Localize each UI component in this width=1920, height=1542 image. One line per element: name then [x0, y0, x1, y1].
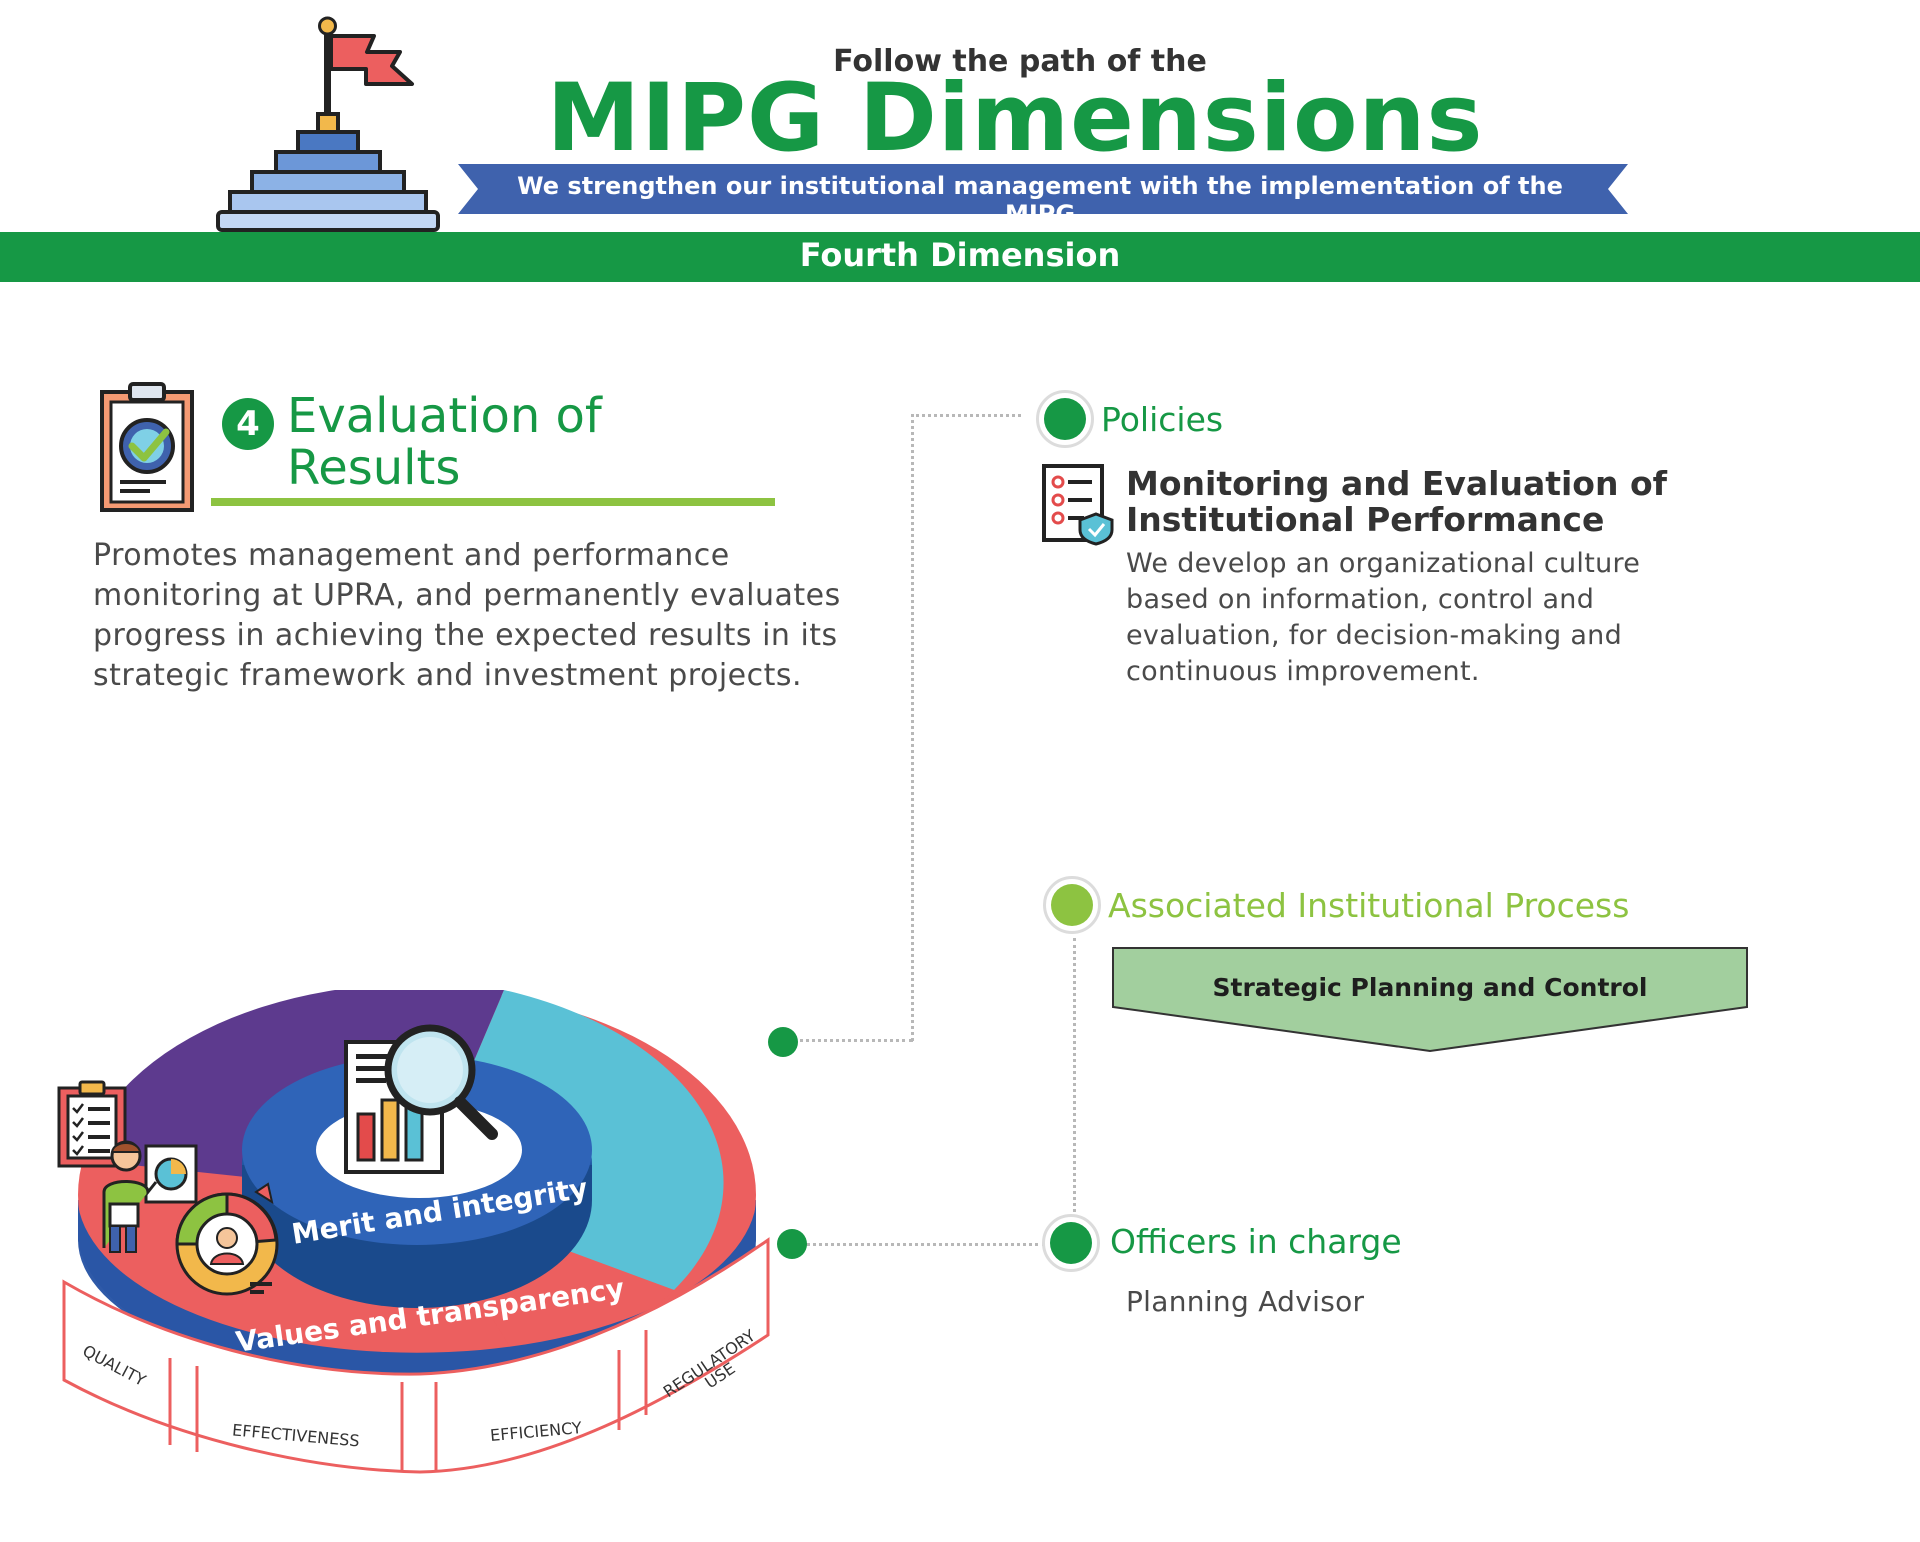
- flag-pyramid-icon: [216, 16, 440, 232]
- connector-dot-lower: [777, 1229, 807, 1259]
- policy-title: Monitoring and Evaluation of Institution…: [1126, 466, 1686, 538]
- checklist-shield-icon: [1042, 464, 1114, 546]
- policy-title-line2: Institutional Performance: [1126, 500, 1605, 539]
- connector-process-to-officers: [1073, 938, 1076, 1218]
- connector-top-policies: [911, 414, 1021, 417]
- connector-vertical-policies: [911, 414, 914, 1041]
- policy-title-line1: Monitoring and Evaluation of: [1126, 464, 1667, 503]
- section-title: Evaluation of Results: [287, 390, 807, 494]
- section-underline: [211, 498, 775, 506]
- connector-disc-to-policies: [793, 1039, 913, 1042]
- section-title-line2: Results: [287, 440, 461, 496]
- policy-description: We develop an organizational culture bas…: [1126, 548, 1641, 687]
- dimension-label: Fourth Dimension: [799, 236, 1121, 274]
- section-title-line1: Evaluation of: [287, 388, 602, 444]
- section-description: Promotes management and performance moni…: [93, 538, 841, 693]
- page-title: MIPG Dimensions: [546, 64, 1484, 173]
- process-node-dot: [1051, 884, 1093, 926]
- policies-label: Policies: [1101, 400, 1224, 439]
- officers-node-dot: [1050, 1222, 1092, 1264]
- connector-disc-to-officers: [806, 1243, 1046, 1246]
- dimension-band: [0, 232, 1920, 282]
- clipboard-check-icon: [100, 382, 194, 512]
- teacher-board-icon: [102, 1140, 198, 1253]
- connector-dot-upper: [768, 1027, 798, 1057]
- donut-person-icon: [175, 1182, 279, 1296]
- policies-node-dot: [1044, 398, 1086, 440]
- dimension-number-badge: 4: [222, 398, 274, 450]
- process-label: Associated Institutional Process: [1108, 886, 1630, 925]
- officer-name: Planning Advisor: [1126, 1285, 1365, 1318]
- subtitle-text: We strengthen our institutional manageme…: [517, 172, 1563, 228]
- process-arrow-box: [1112, 947, 1748, 1053]
- process-item: Strategic Planning and Control: [1212, 973, 1648, 1002]
- officers-label: Officers in charge: [1110, 1222, 1402, 1261]
- magnifier-chart-icon: [344, 1024, 498, 1174]
- header-kicker: Follow the path of the: [833, 44, 1207, 79]
- subtitle-ribbon: [458, 164, 1628, 214]
